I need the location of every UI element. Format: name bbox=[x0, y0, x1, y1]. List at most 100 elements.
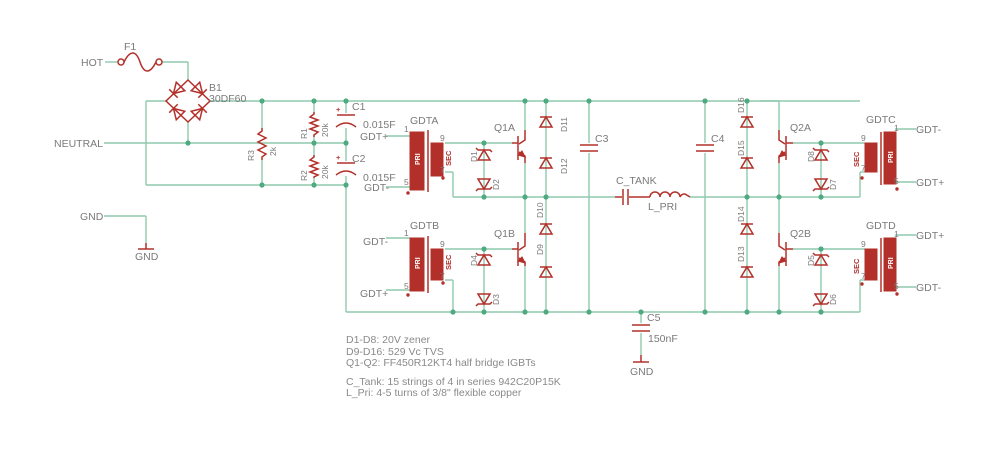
svg-text:D8: D8 bbox=[806, 151, 816, 162]
svg-text:+: + bbox=[336, 105, 341, 114]
bridge-rectifier-b1[interactable]: B1 30DF60 bbox=[164, 78, 247, 124]
inductor-l-pri[interactable]: L_PRI bbox=[648, 191, 691, 213]
tvs-diode-d10[interactable]: D10 bbox=[535, 202, 553, 235]
gate-drive-transformer-gdtc[interactable]: GDTC GDT- GDT+ SEC PRI 1 5 9 7 bbox=[852, 114, 944, 191]
tvs-diode-d11[interactable]: D11 bbox=[539, 116, 569, 132]
svg-text:9: 9 bbox=[861, 133, 866, 143]
q2b-label: Q2B bbox=[790, 228, 811, 240]
svg-text:5: 5 bbox=[894, 176, 899, 186]
resistor-r3[interactable]: R3 2k bbox=[246, 128, 278, 161]
gate-drive-transformer-gdtd[interactable]: GDTD GDT+ GDT- SEC PRI 1 5 9 7 bbox=[852, 220, 944, 296]
gate-drive-transformer-gdta[interactable]: GDTA GDT+ GDT- PRI SEC 1 5 9 7 bbox=[360, 115, 453, 195]
gdta-pin-bot: GDT- bbox=[364, 182, 390, 194]
gdtc-pin-top: GDT- bbox=[916, 124, 942, 136]
note-line: C_Tank: 15 strings of 4 in series 942C20… bbox=[346, 376, 561, 388]
svg-text:D7: D7 bbox=[828, 179, 838, 190]
tvs-diode-d16[interactable]: D16 bbox=[736, 97, 746, 113]
svg-text:D12: D12 bbox=[559, 158, 569, 174]
svg-text:D1: D1 bbox=[469, 151, 479, 162]
q2a-label: Q2A bbox=[790, 122, 811, 134]
svg-text:SEC: SEC bbox=[852, 151, 861, 167]
q1a-label: Q1A bbox=[494, 122, 515, 134]
svg-text:D10: D10 bbox=[535, 202, 545, 218]
svg-text:7: 7 bbox=[440, 165, 445, 175]
c5-name: C5 bbox=[647, 312, 661, 324]
zener-d8[interactable]: D8 bbox=[806, 147, 830, 162]
r1-name: R1 bbox=[299, 128, 309, 139]
zener-d4[interactable]: D4 bbox=[469, 252, 493, 266]
svg-text:PRI: PRI bbox=[415, 153, 422, 165]
tvs-diode-d12[interactable]: D12 bbox=[539, 157, 569, 174]
resistor-r2[interactable]: R2 20k bbox=[299, 155, 330, 181]
svg-text:1: 1 bbox=[404, 228, 409, 238]
svg-text:PRI: PRI bbox=[888, 257, 895, 269]
capacitor-c5[interactable]: C5 150nF bbox=[632, 312, 678, 345]
c2-value: 0.015F bbox=[363, 172, 396, 184]
svg-text:5: 5 bbox=[404, 281, 409, 291]
capacitor-c4[interactable]: C4 bbox=[696, 133, 725, 152]
c2-name: C2 bbox=[352, 153, 366, 165]
svg-text:SEC: SEC bbox=[444, 254, 453, 270]
svg-text:D13: D13 bbox=[736, 246, 746, 262]
svg-text:D15: D15 bbox=[736, 140, 746, 156]
capacitor-c2[interactable]: + C2 0.015F bbox=[335, 153, 396, 184]
svg-text:PRI: PRI bbox=[888, 151, 895, 163]
gate-drive-transformer-gdtb[interactable]: GDTB GDT- GDT+ PRI SEC 1 5 9 7 bbox=[360, 220, 453, 300]
svg-text:PRI: PRI bbox=[415, 257, 422, 269]
f1-label: F1 bbox=[124, 41, 136, 53]
junctions bbox=[185, 98, 824, 315]
svg-text:7: 7 bbox=[861, 163, 866, 173]
c-tank-label: C_TANK bbox=[616, 175, 657, 187]
igbt-q2b[interactable]: Q2B bbox=[778, 228, 811, 266]
net-label-gnd: GND bbox=[80, 211, 104, 223]
note-line: D1-D8: 20V zener bbox=[346, 334, 431, 346]
gdtc-pin-bot: GDT+ bbox=[916, 177, 944, 189]
svg-text:+: + bbox=[336, 153, 341, 162]
zener-d3[interactable]: D3 bbox=[475, 293, 501, 307]
gdtd-label: GDTD bbox=[866, 220, 896, 232]
svg-text:1: 1 bbox=[404, 124, 409, 134]
svg-text:D4: D4 bbox=[469, 255, 479, 266]
note-line: Q1-Q2: FF450R12KT4 half bridge IGBTs bbox=[346, 357, 536, 369]
svg-text:D11: D11 bbox=[559, 117, 569, 132]
capacitor-c3[interactable]: C3 bbox=[580, 133, 609, 152]
capacitor-c-tank[interactable]: C_TANK bbox=[615, 175, 657, 205]
capacitor-c1[interactable]: + C1 0.015F bbox=[335, 101, 396, 131]
fuse-f1[interactable]: F1 bbox=[117, 41, 163, 72]
b1-name: B1 bbox=[209, 82, 222, 94]
zener-d5[interactable]: D5 bbox=[806, 252, 830, 266]
svg-text:9: 9 bbox=[440, 133, 445, 143]
zener-d6[interactable]: D6 bbox=[812, 293, 838, 307]
igbt-q1a[interactable]: Q1A bbox=[494, 122, 526, 163]
c4-name: C4 bbox=[711, 133, 725, 145]
svg-text:5: 5 bbox=[404, 177, 409, 187]
r1-value: 20k bbox=[320, 123, 330, 137]
zener-d7[interactable]: D7 bbox=[812, 178, 838, 192]
tvs-diode-d13[interactable]: D13 bbox=[736, 246, 754, 278]
gdtd-pin-bot: GDT- bbox=[916, 282, 942, 294]
svg-text:SEC: SEC bbox=[852, 258, 861, 274]
tvs-diode-d15[interactable]: D15 bbox=[736, 116, 754, 169]
gdtb-pin-bot: GDT+ bbox=[360, 288, 388, 300]
gnd-symbol: GND bbox=[135, 243, 159, 263]
tvs-diode-d14[interactable]: D14 bbox=[736, 206, 754, 235]
svg-text:D16: D16 bbox=[736, 97, 746, 113]
svg-text:D5: D5 bbox=[806, 255, 816, 266]
resistor-r1[interactable]: R1 20k bbox=[299, 112, 330, 139]
svg-text:9: 9 bbox=[440, 239, 445, 249]
svg-text:1: 1 bbox=[894, 123, 899, 133]
gdtb-label: GDTB bbox=[410, 220, 439, 232]
zener-d1[interactable]: D1 bbox=[469, 147, 493, 162]
l-pri-label: L_PRI bbox=[648, 201, 677, 213]
note-line: D9-D16: 529 Vc TVS bbox=[346, 346, 444, 358]
gdtb-pin-top: GDT- bbox=[363, 236, 389, 248]
igbt-q2a[interactable]: Q2A bbox=[778, 122, 811, 163]
svg-text:5: 5 bbox=[894, 281, 899, 291]
zener-d2[interactable]: D2 bbox=[475, 178, 501, 192]
r2-value: 20k bbox=[320, 165, 330, 179]
tvs-diode-d9[interactable]: D9 bbox=[535, 244, 553, 278]
note-line: L_Pri: 4-5 turns of 3/8" flexible copper bbox=[346, 387, 522, 399]
igbt-q1b[interactable]: Q1B bbox=[494, 228, 526, 266]
gdta-pin-top: GDT+ bbox=[360, 131, 388, 143]
